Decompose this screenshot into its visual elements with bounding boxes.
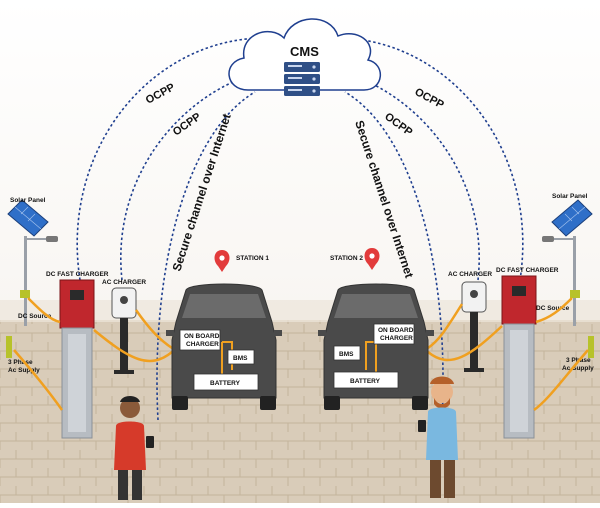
paved-floor xyxy=(0,320,600,503)
charging-cables-left xyxy=(13,297,173,411)
dc-source-label-right: DC Source xyxy=(536,305,570,312)
person-shirt xyxy=(426,407,458,460)
bms-box xyxy=(227,349,255,365)
on-board-charger-box xyxy=(373,323,415,345)
dc-fast-charger-left xyxy=(59,279,95,439)
dc-fast-charger-right xyxy=(501,275,537,439)
link-secure-right xyxy=(344,91,444,421)
location-pin-icon-left xyxy=(214,250,230,272)
person-left xyxy=(114,396,154,500)
link-ocpp-outer-left xyxy=(76,37,263,281)
person-head-icon xyxy=(431,381,453,403)
solar-panel-left xyxy=(6,199,58,358)
on-board-charger-label-right-2: CHARGER xyxy=(380,335,413,342)
server-icon xyxy=(284,62,320,96)
solar-panel-right xyxy=(542,199,594,358)
on-board-charger-label-left-1: ON BOARD xyxy=(184,333,220,340)
solar-pole xyxy=(24,236,27,326)
on-board-charger-label-right-1: ON BOARD xyxy=(378,327,414,334)
person-shirt xyxy=(114,421,146,470)
battery-label-left: BATTERY xyxy=(210,380,241,387)
dc-fast-charger-label-right: DC FAST CHARGER xyxy=(496,267,559,274)
ac-charger-label-left: AC CHARGER xyxy=(102,279,146,286)
battery-label-right: BATTERY xyxy=(350,378,381,385)
street-lamp-icon xyxy=(542,236,554,242)
dc-charger-head xyxy=(501,275,537,325)
ac-supply-box-icon xyxy=(588,336,594,358)
person-head-icon xyxy=(120,398,140,418)
link-ocpp-outer-right xyxy=(339,37,524,281)
street-lamp-icon xyxy=(46,236,58,242)
dc-fast-charger-label-left: DC FAST CHARGER xyxy=(46,271,109,278)
floor-haze xyxy=(0,300,600,322)
battery-box xyxy=(193,373,259,391)
junction-box-icon xyxy=(20,290,30,298)
link-secure-left xyxy=(156,91,256,421)
communication-links xyxy=(76,37,524,421)
cms-title: CMS xyxy=(290,44,319,59)
cms-cloud: CMS xyxy=(228,18,382,96)
solar-pole xyxy=(573,236,576,326)
station-1-label: STATION 1 xyxy=(236,255,269,262)
dc-charger-head xyxy=(59,279,95,329)
cloud-shape-icon xyxy=(228,18,382,91)
ac-supply-label-right-2: Ac Supply xyxy=(562,365,594,372)
link-ocpp-inner-left xyxy=(120,69,271,281)
ac-supply-label-left-2: Ac Supply xyxy=(8,367,40,374)
ac-charger-post xyxy=(120,318,128,372)
solar-panel-label-left: Solar Panel xyxy=(10,197,46,204)
bms-box xyxy=(333,345,361,361)
ac-charger-label-right: AC CHARGER xyxy=(448,271,492,278)
ac-supply-label-left-1: 3 Phase xyxy=(8,359,33,366)
junction-box-icon xyxy=(570,290,580,298)
battery-box xyxy=(333,371,399,389)
solar-panel-label-right: Solar Panel xyxy=(552,193,588,200)
person-right xyxy=(418,376,458,498)
on-board-charger-box xyxy=(179,329,221,351)
dc-source-label-left: DC Source xyxy=(18,313,52,320)
bms-label-left: BMS xyxy=(233,355,248,362)
car-right xyxy=(318,283,434,410)
ac-charger-right xyxy=(461,281,487,372)
phone-icon xyxy=(146,436,154,448)
ac-supply-box-icon xyxy=(6,336,12,358)
car-left xyxy=(166,283,282,410)
charging-cables-right xyxy=(427,297,589,412)
location-pin-icon-right xyxy=(364,248,380,270)
ac-charger-post xyxy=(470,312,478,370)
bms-label-right: BMS xyxy=(339,351,354,358)
station-1: Solar Panel DC Source 3 Phase Ac Supply … xyxy=(6,197,282,500)
phone-icon xyxy=(418,420,426,432)
station-2: Solar Panel DC Source 3 Phase Ac Supply … xyxy=(318,193,594,498)
on-board-charger-label-left-2: CHARGER xyxy=(186,341,219,348)
link-ocpp-inner-right xyxy=(331,69,480,281)
ac-charger-left xyxy=(111,287,137,374)
station-2-label: STATION 2 xyxy=(330,255,363,262)
